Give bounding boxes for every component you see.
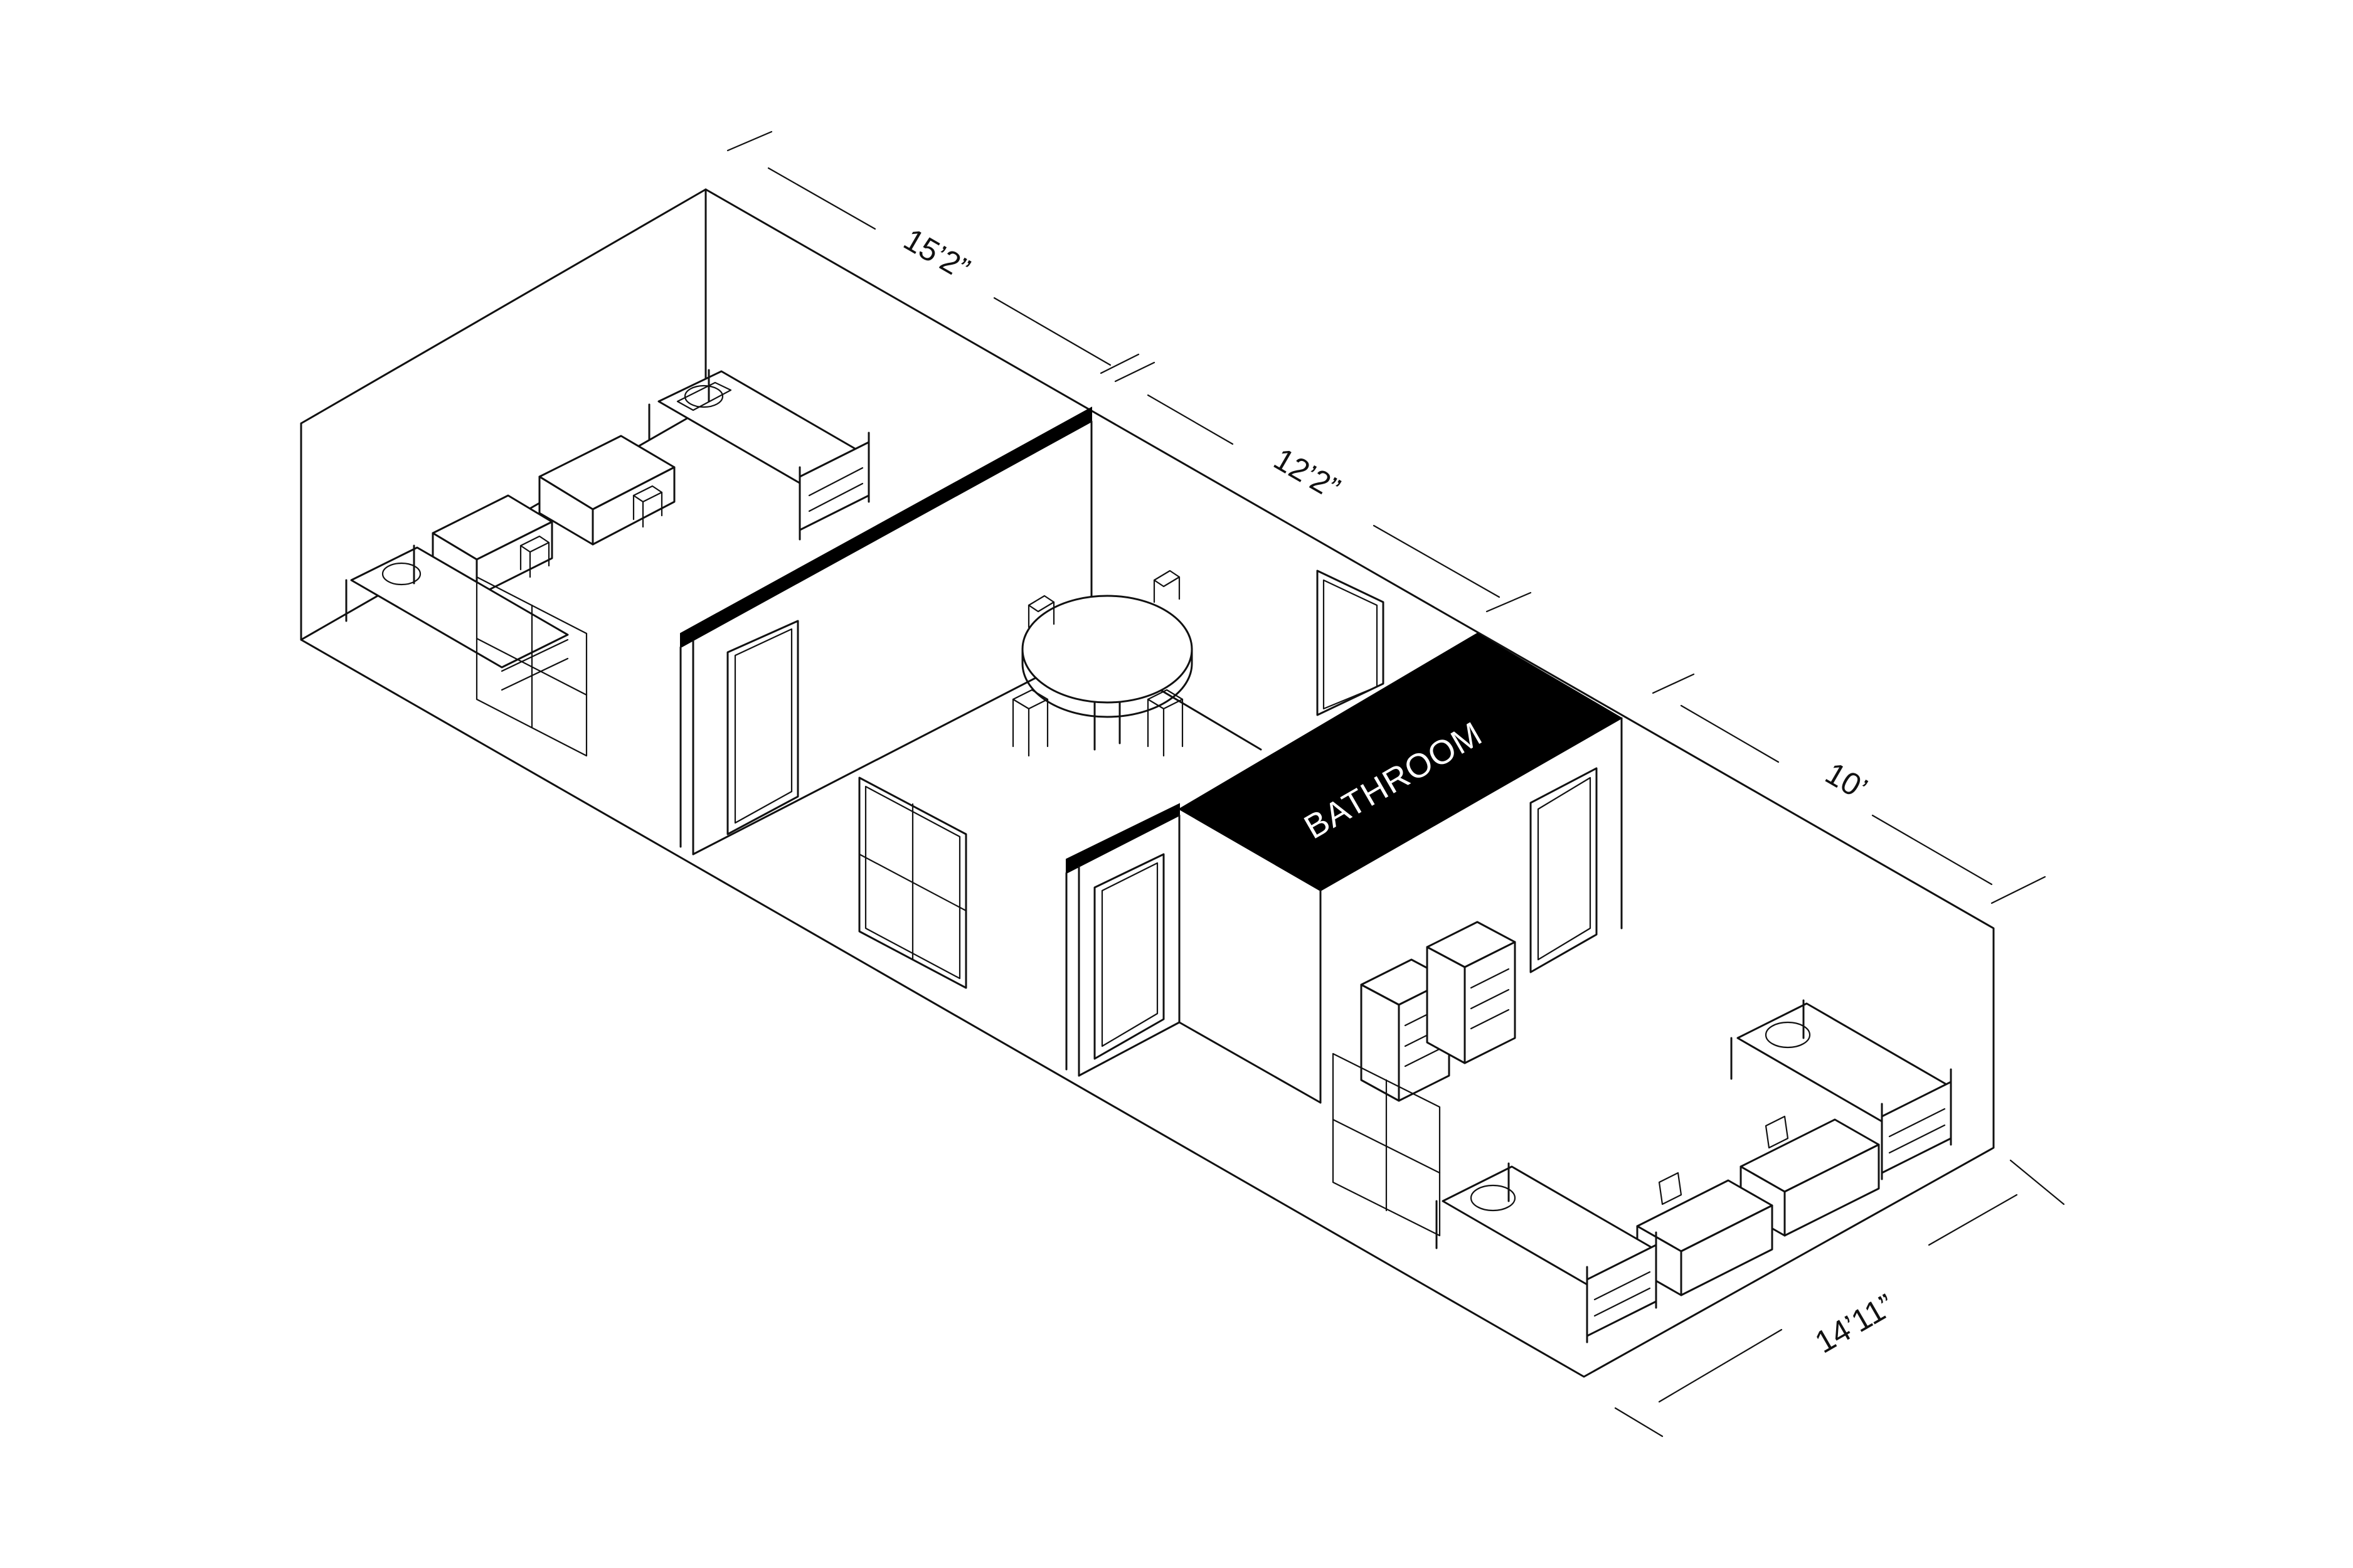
bathroom-block: BATHROOM (1065, 569, 1623, 1104)
chair (1153, 569, 1181, 603)
wardrobe (1332, 1052, 1441, 1237)
desk (1636, 1179, 1773, 1296)
dimension-label-top-right: 10’ (1820, 755, 1874, 807)
chair (1028, 595, 1055, 628)
left-bedroom-furniture (345, 369, 870, 757)
chair (1765, 1115, 1789, 1149)
chair (1012, 689, 1049, 757)
window (858, 776, 967, 989)
chair (1147, 689, 1184, 757)
bed (648, 369, 870, 541)
dimension-label-top-middle: 12’2” (1268, 441, 1346, 506)
wardrobe (475, 576, 588, 757)
dimension-label-bottom-right: 14’11” (1809, 1287, 1900, 1360)
dimension-lines (726, 130, 2065, 1438)
dining-table (1021, 595, 1193, 751)
right-bedroom-furniture (1332, 921, 1952, 1343)
chair (1658, 1172, 1682, 1205)
partition-wall-left (679, 406, 1262, 856)
bed (1730, 999, 1952, 1180)
middle-room-furniture (858, 569, 1193, 989)
bed (345, 544, 569, 669)
dresser (1426, 921, 1516, 1064)
dresser (1360, 958, 1450, 1102)
bed (1435, 1162, 1657, 1343)
dimension-label-top-left: 15’2” (898, 221, 975, 287)
desk (538, 435, 676, 546)
